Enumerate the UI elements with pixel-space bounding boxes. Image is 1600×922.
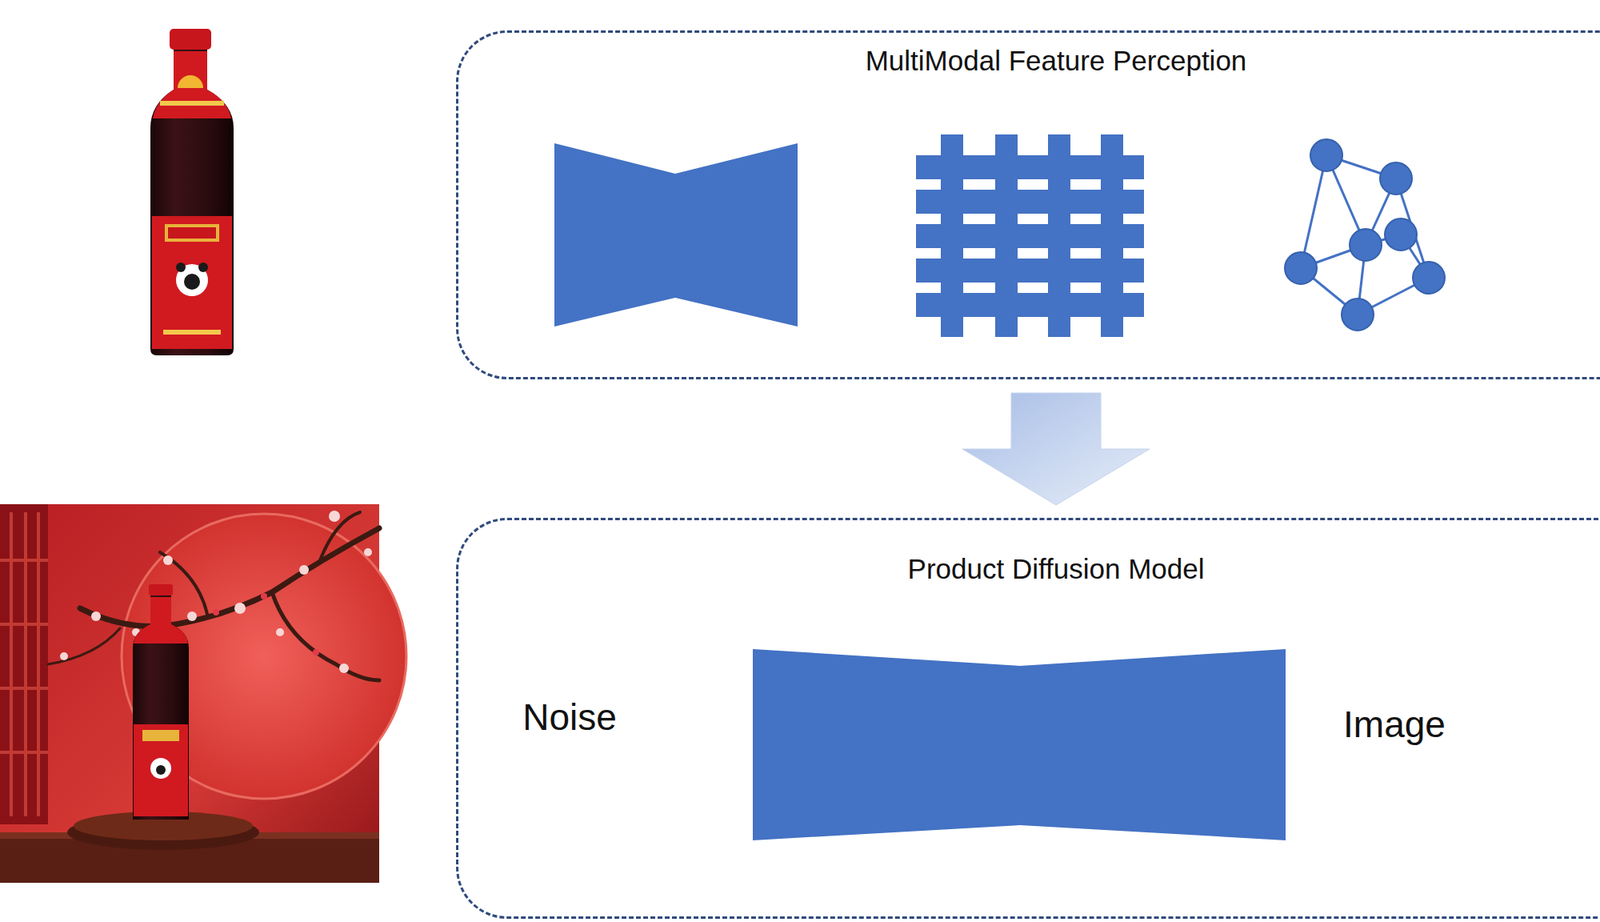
product-bottle [150,28,234,356]
io-label: Image [1343,702,1446,747]
io-label: Noise [522,695,617,740]
module-title: MultiModal Feature Perception [458,44,1600,78]
dashed-module-box: MultiModal Feature Perception [456,30,1600,380]
grid-shape [916,134,1144,337]
block-arrow [962,392,1150,505]
diffusion-unet-shape [752,648,1286,840]
graph-network [1284,139,1445,331]
generated-photo [0,504,407,883]
module-title: Product Diffusion Model [458,552,1600,586]
encoder-decoder-shape [554,143,798,327]
